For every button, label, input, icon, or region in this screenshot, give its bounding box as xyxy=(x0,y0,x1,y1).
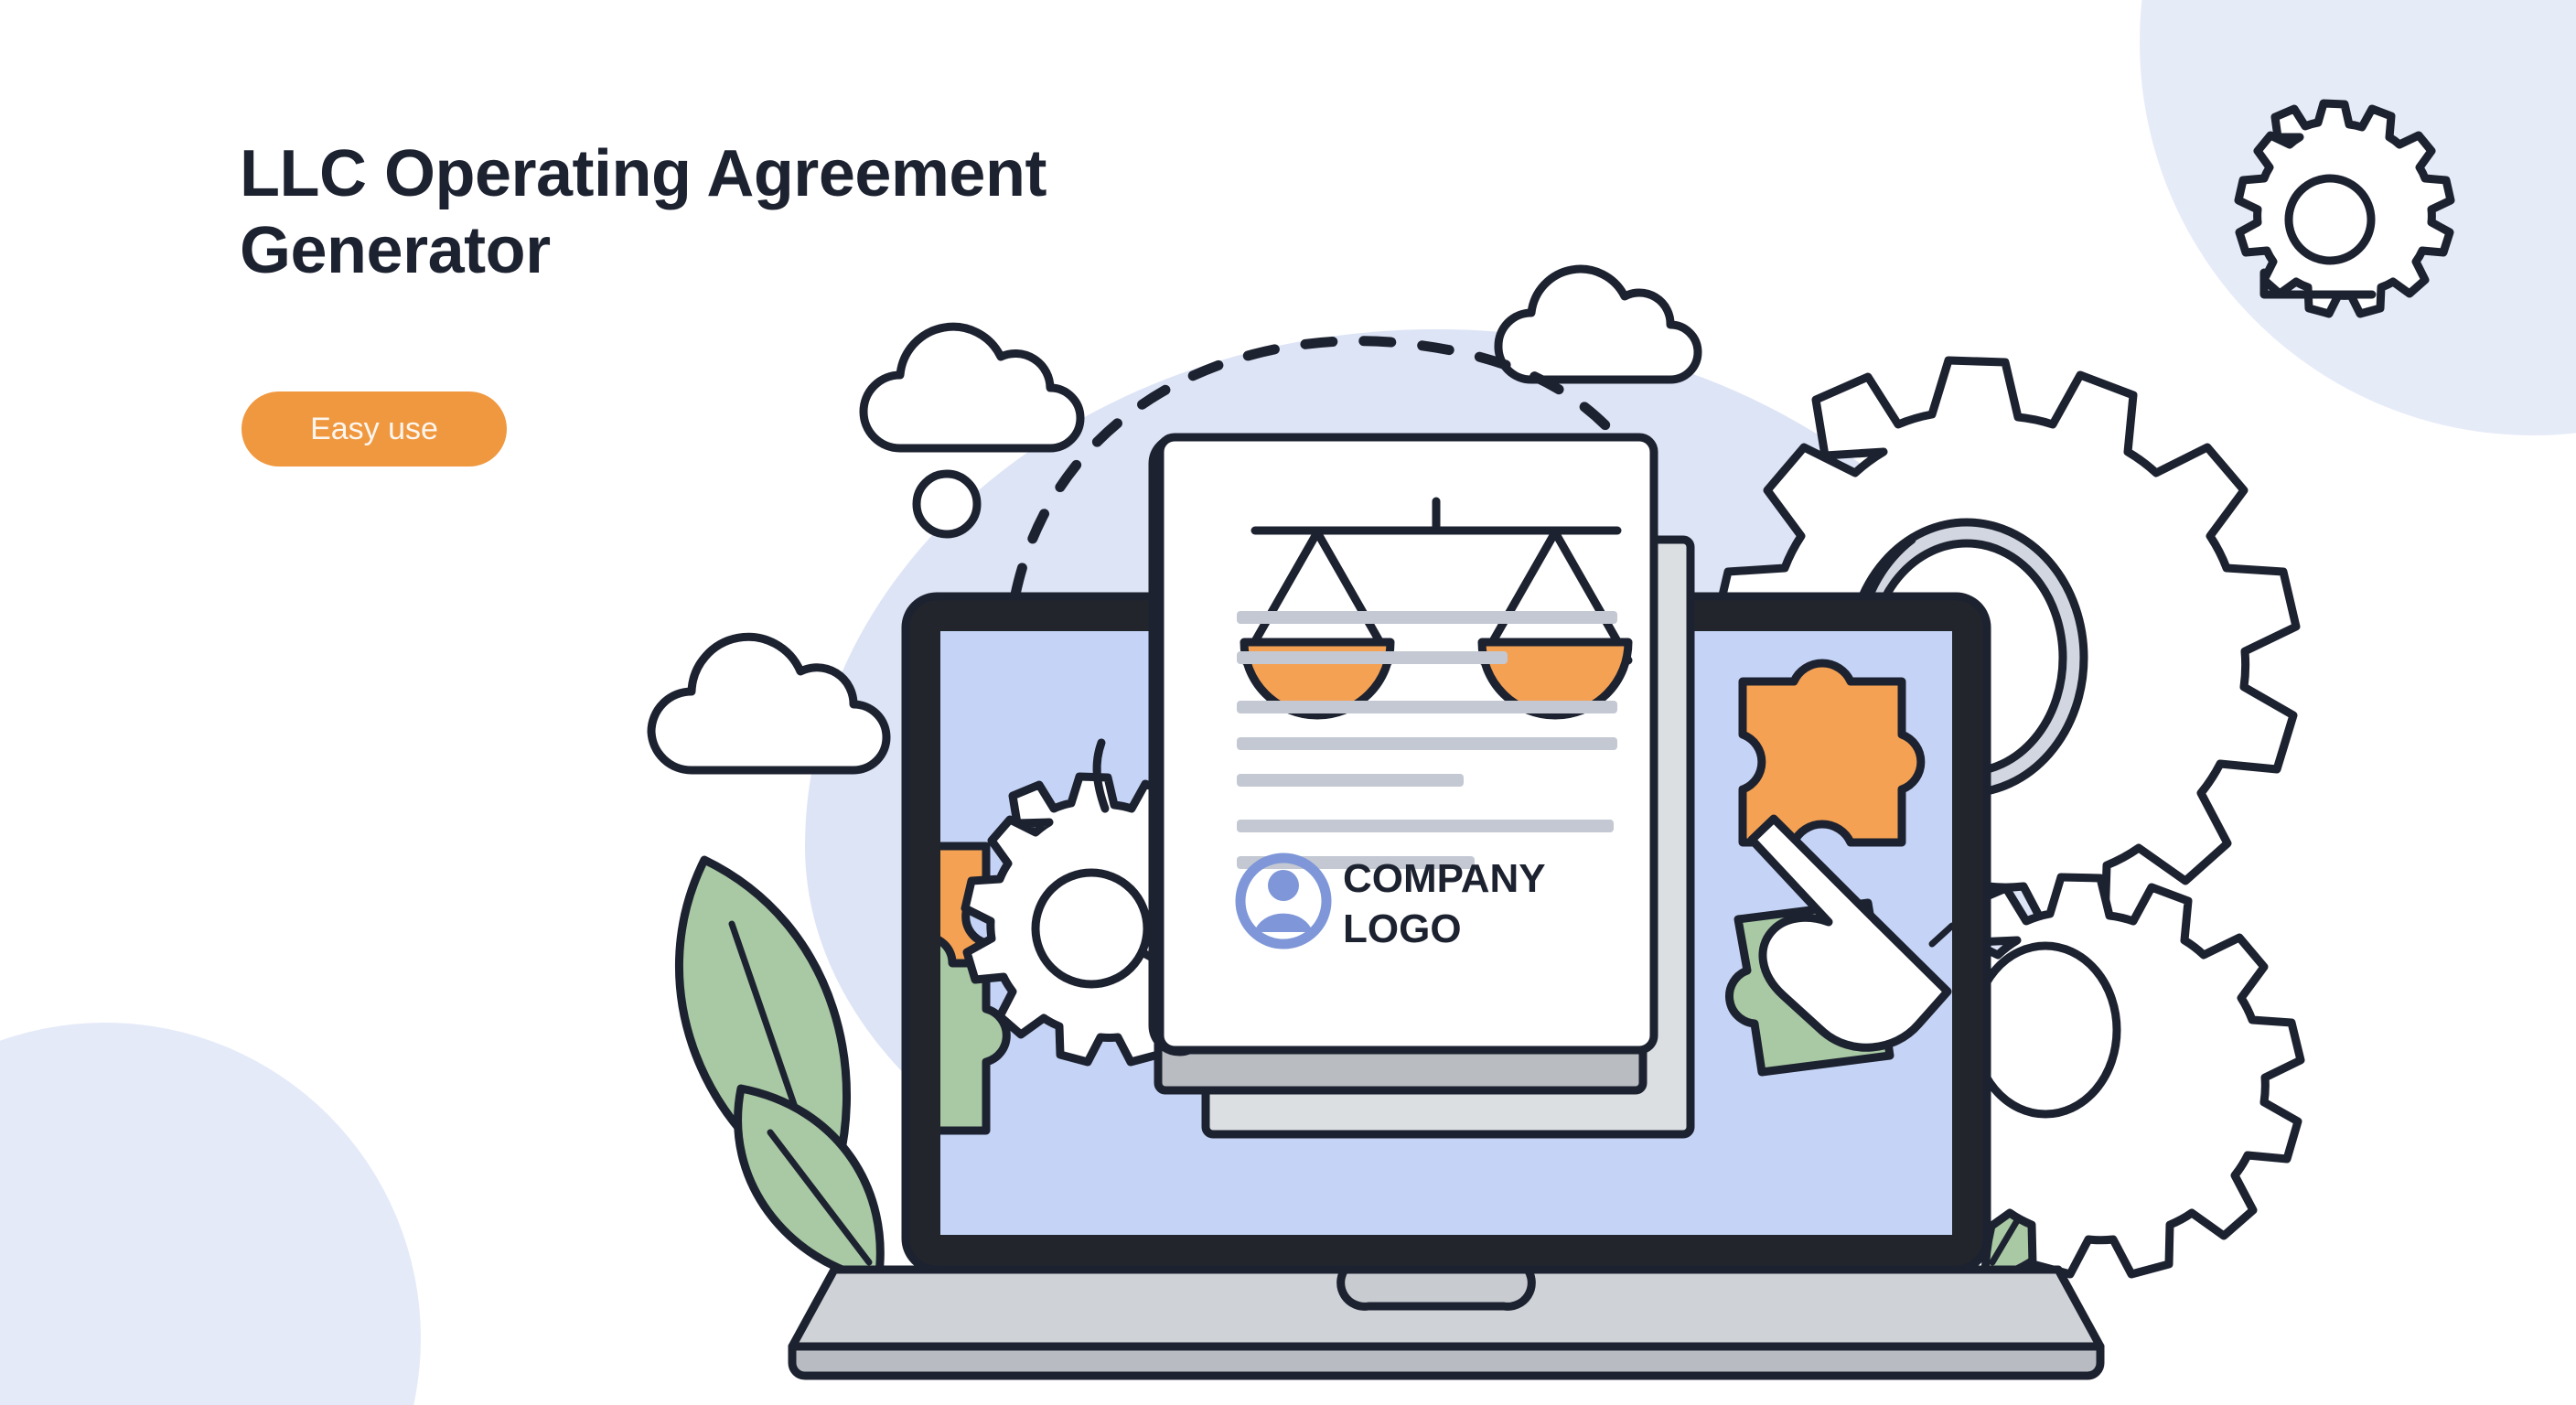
page-title: LLC Operating Agreement Generator xyxy=(240,135,1383,289)
user-avatar-icon xyxy=(1235,853,1332,949)
leaves-left xyxy=(674,855,885,1285)
laptop-base-front xyxy=(788,1342,2105,1380)
circle-outline-1 xyxy=(912,469,982,539)
page-title-line-1: LLC Operating Agreement xyxy=(240,137,1046,210)
gear-badge-icon[interactable] xyxy=(2234,99,2455,318)
gear-connector-top xyxy=(1092,738,1110,813)
cloud-2 xyxy=(647,632,891,775)
hand-cursor xyxy=(1747,814,1952,1052)
laptop-trackpad-notch xyxy=(1336,1265,1536,1311)
page-title-line-2: Generator xyxy=(240,214,551,288)
dashed-arc xyxy=(1010,336,1615,600)
document-text-lines xyxy=(1237,611,1617,869)
easy-use-badge-label: Easy use xyxy=(310,411,438,446)
background-circle-bottom-left xyxy=(0,1023,421,1405)
cloud-1 xyxy=(859,322,1085,453)
company-logo-line-1: COMPANY xyxy=(1343,856,1546,901)
company-logo-line-2: LOGO xyxy=(1343,906,1462,951)
cloud-3 xyxy=(1494,264,1702,384)
puzzle-orange-right xyxy=(1738,659,1926,847)
easy-use-badge[interactable]: Easy use xyxy=(242,391,507,467)
clipboard-document xyxy=(1148,433,1695,1139)
